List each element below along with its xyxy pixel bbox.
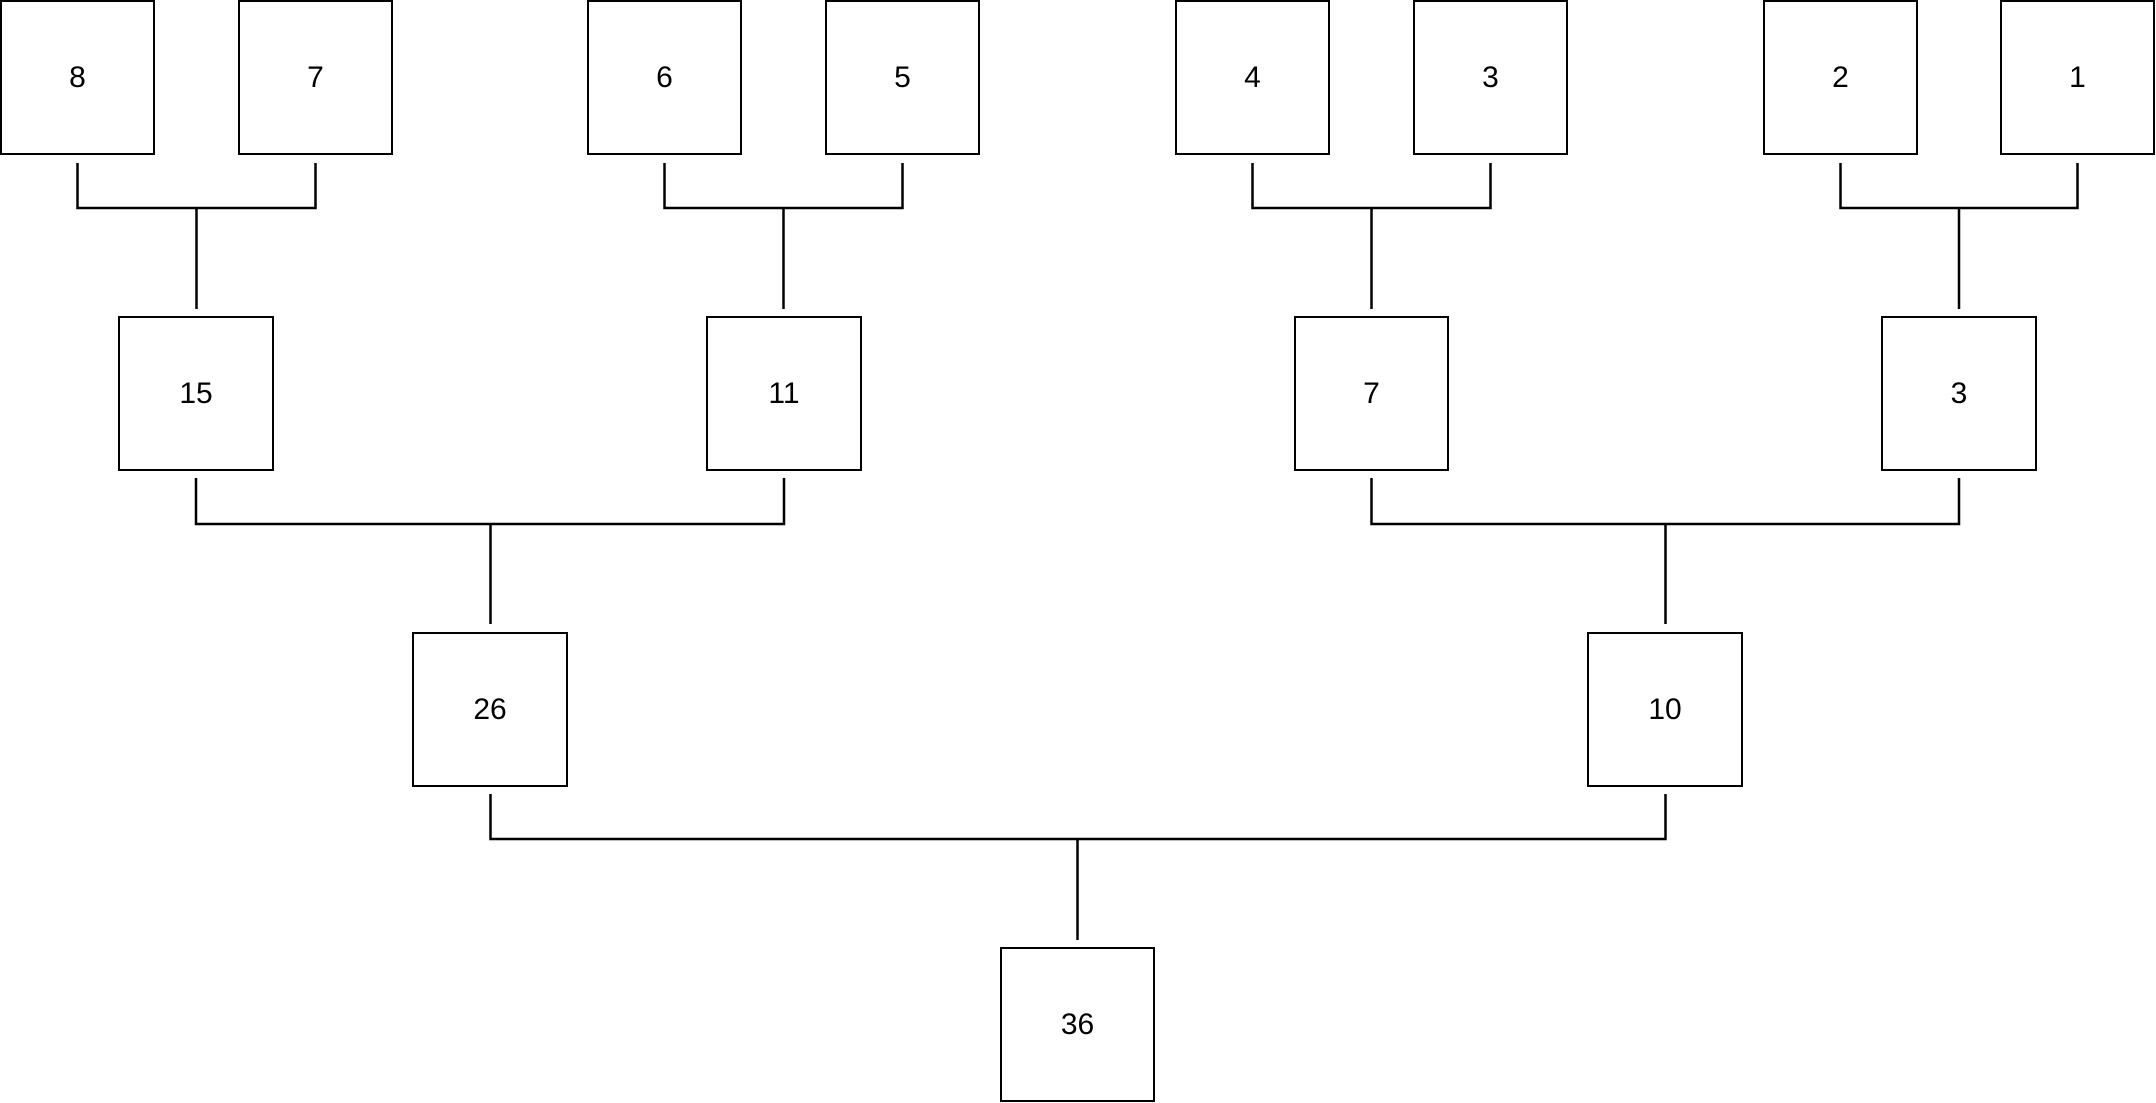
node-box	[1000, 947, 1155, 1102]
node-label: 15	[179, 377, 212, 410]
node-box	[412, 632, 568, 787]
tree-node: 15	[118, 316, 274, 471]
tree-node: 2	[1763, 0, 1918, 155]
node-box	[1175, 0, 1330, 155]
node-box	[1763, 0, 1918, 155]
node-label: 36	[1061, 1008, 1094, 1041]
tree-connector	[1839, 163, 2079, 309]
tree-node: 6	[587, 0, 742, 155]
node-label: 7	[307, 61, 324, 94]
node-label: 26	[473, 693, 506, 726]
tree-node: 3	[1881, 316, 2037, 471]
tree-node: 7	[1294, 316, 1449, 471]
node-box	[1294, 316, 1449, 471]
node-label: 8	[69, 61, 86, 94]
node-box	[825, 0, 980, 155]
tree-connector	[194, 478, 786, 624]
tree-node: 4	[1175, 0, 1330, 155]
node-label: 2	[1832, 61, 1849, 94]
node-label: 4	[1244, 61, 1261, 94]
tree-node: 26	[412, 632, 568, 787]
node-box	[238, 0, 393, 155]
node-label: 1	[2069, 61, 2086, 94]
tree-connector	[663, 163, 904, 309]
tree-node: 36	[1000, 947, 1155, 1102]
node-box	[118, 316, 274, 471]
tree-node: 1	[2000, 0, 2155, 155]
node-label: 6	[656, 61, 673, 94]
node-box	[1881, 316, 2037, 471]
node-box	[0, 0, 155, 155]
node-box	[1413, 0, 1568, 155]
tree-node: 11	[706, 316, 862, 471]
node-box	[1587, 632, 1743, 787]
node-label: 10	[1648, 693, 1681, 726]
node-label: 5	[894, 61, 911, 94]
tree-node: 3	[1413, 0, 1568, 155]
node-label: 3	[1951, 377, 1968, 410]
tree-node: 10	[1587, 632, 1743, 787]
node-box	[706, 316, 862, 471]
node-box	[2000, 0, 2155, 155]
tree-connector	[76, 163, 317, 309]
tree-node: 8	[0, 0, 155, 155]
tree-node: 5	[825, 0, 980, 155]
node-box	[587, 0, 742, 155]
tree-node: 7	[238, 0, 393, 155]
node-label: 3	[1482, 61, 1499, 94]
tree-connector	[489, 794, 1667, 940]
node-label: 11	[768, 377, 799, 410]
tree-connector	[1370, 478, 1961, 624]
tree-connector	[1251, 163, 1492, 309]
node-label: 7	[1363, 377, 1380, 410]
